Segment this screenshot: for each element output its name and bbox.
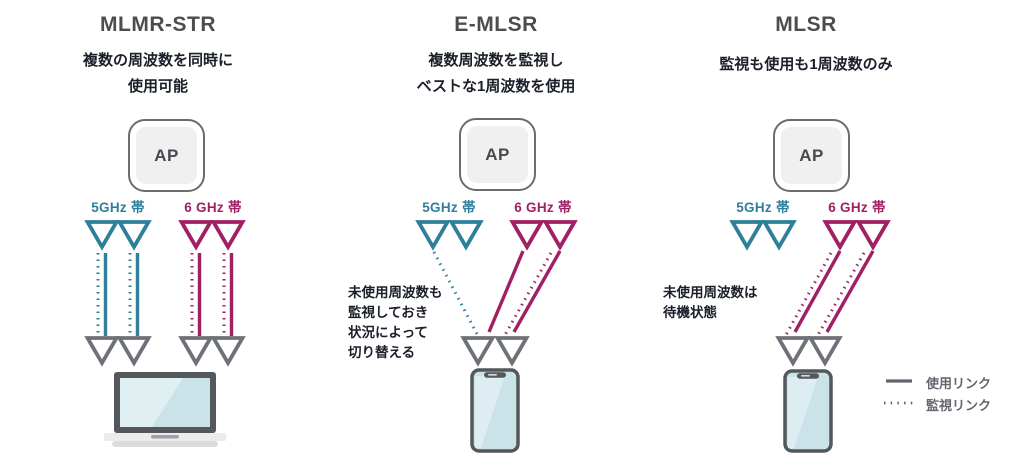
- mlmr-link-lines: [96, 253, 234, 336]
- subtitle-line: 使用可能: [127, 78, 189, 95]
- smartphone-icon: [470, 368, 520, 453]
- legend-line-swatches: [884, 379, 914, 405]
- band-label-6ghz: 6 GHz 帯: [828, 200, 886, 215]
- column-title-e-mlsr: E-MLSR: [454, 13, 538, 36]
- mlsr-link-lines: [784, 250, 875, 336]
- mlmr-device-antenna-triangles: [85, 336, 245, 365]
- note-line: 状況によって: [348, 325, 428, 340]
- legend-label-monitor-link: 監視リンク: [926, 398, 992, 413]
- subtitle-line: 複数周波数を監視し: [428, 52, 564, 69]
- emlsr-link-lines: [432, 250, 562, 336]
- mlsr-device-antenna-triangles: [776, 336, 842, 365]
- mlmr-ap-antenna-triangles: [85, 220, 245, 249]
- column-title-mlsr: MLSR: [775, 13, 837, 36]
- column-subtitle-e-mlsr: 複数周波数を監視し ベストな1周波数を使用: [417, 48, 576, 100]
- note-line: 未使用周波数は: [663, 285, 758, 300]
- band-label-6ghz: 6 GHz 帯: [514, 200, 572, 215]
- legend-label-use-link: 使用リンク: [926, 376, 992, 391]
- band-label-5ghz: 5GHz 帯: [736, 200, 790, 215]
- note-line: 切り替える: [348, 345, 416, 360]
- subtitle-line: 複数の周波数を同時に: [82, 52, 234, 69]
- emlsr-device-antenna-triangles: [461, 336, 529, 365]
- subtitle-line: 監視も使用も1周波数のみ: [719, 56, 893, 73]
- mlsr-ap-antenna-triangles: [730, 220, 890, 249]
- ap-label: AP: [136, 127, 197, 184]
- ap-label: AP: [467, 126, 528, 183]
- emlsr-ap-antenna-triangles: [416, 220, 577, 249]
- band-label-5ghz: 5GHz 帯: [91, 200, 145, 215]
- band-label-6ghz: 6 GHz 帯: [184, 200, 242, 215]
- subtitle-line: ベストな1周波数を使用: [416, 78, 576, 95]
- note-line: 監視しておき: [348, 305, 429, 320]
- emlsr-note: 未使用周波数も 監視しておき 状況によって 切り替える: [348, 283, 443, 363]
- ap-box: AP: [459, 118, 536, 191]
- ap-box: AP: [773, 119, 850, 192]
- smartphone-icon: [783, 369, 833, 453]
- ap-box: AP: [128, 119, 205, 192]
- band-label-5ghz: 5GHz 帯: [422, 200, 476, 215]
- column-subtitle-mlsr: 監視も使用も1周波数のみ: [719, 52, 892, 78]
- laptop-icon: [104, 372, 226, 447]
- ap-label: AP: [781, 127, 842, 184]
- mlsr-note: 未使用周波数は 待機状態: [663, 283, 758, 323]
- column-subtitle-mlmr-str: 複数の周波数を同時に 使用可能: [83, 48, 233, 100]
- column-title-mlmr-str: MLMR-STR: [100, 13, 216, 36]
- note-line: 未使用周波数も: [348, 285, 443, 300]
- note-line: 待機状態: [663, 305, 717, 320]
